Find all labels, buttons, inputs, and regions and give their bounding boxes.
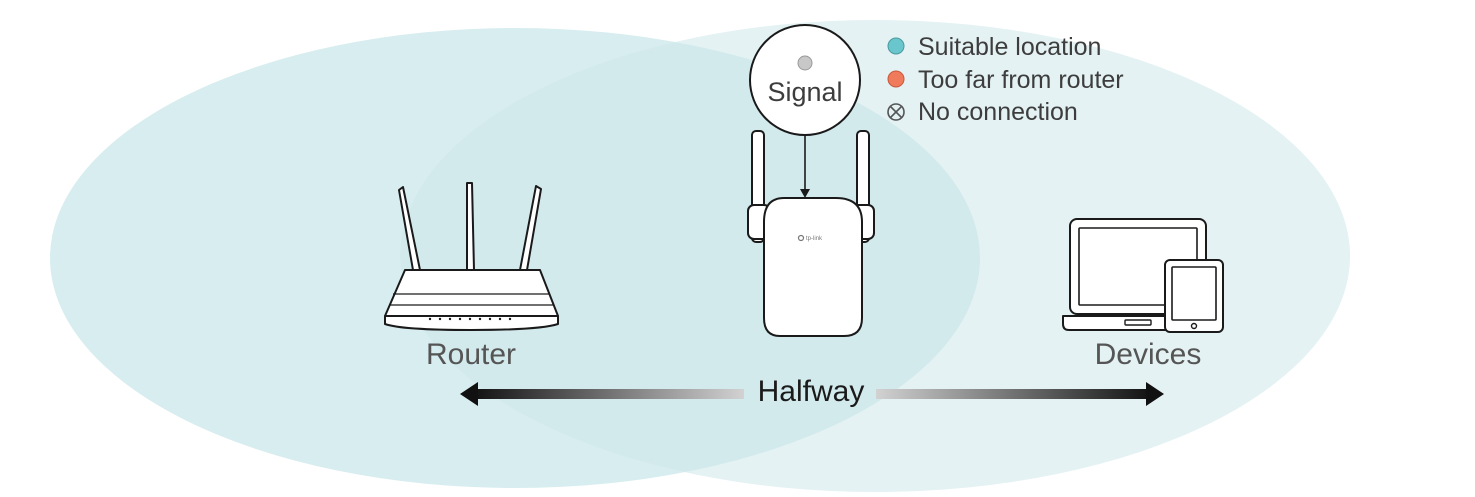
- orange-dot-icon: [887, 70, 905, 88]
- halfway-label: Halfway: [758, 375, 865, 408]
- tp-link-logo: tp-link: [797, 234, 823, 242]
- legend-item-no-connection: No connection: [918, 98, 1078, 126]
- router-label: Router: [426, 338, 516, 371]
- devices-icon: [1062, 218, 1224, 333]
- signal-led-icon: [797, 55, 813, 71]
- legend-item-too-far: Too far from router: [918, 66, 1124, 94]
- coverage-overlap: [400, 28, 980, 488]
- signal-label: Signal: [767, 77, 842, 107]
- signal-callout: Signal: [749, 24, 861, 198]
- devices-label: Devices: [1095, 338, 1202, 371]
- svg-text:tp-link: tp-link: [806, 236, 823, 242]
- legend-item-suitable: Suitable location: [918, 33, 1101, 61]
- legend: Suitable location Too far from router No…: [887, 33, 1124, 126]
- router-icon: [384, 182, 559, 331]
- range-extender-icon: [747, 130, 875, 337]
- crossed-circle-icon: [887, 103, 905, 121]
- halfway-arrow: [460, 382, 1164, 406]
- teal-dot-icon: [887, 37, 905, 55]
